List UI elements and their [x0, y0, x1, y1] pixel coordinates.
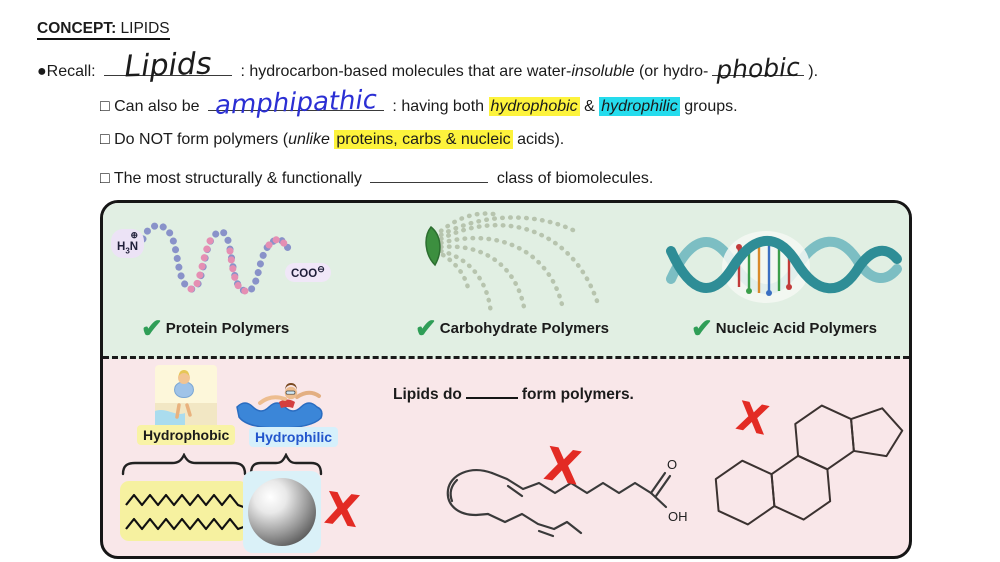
- carbohydrate-polymer-graphic: [425, 211, 600, 318]
- caption-blank: [465, 382, 518, 399]
- steroid-structure: [714, 404, 904, 526]
- subpoint-diverse-class: □ The most structurally & functionally c…: [100, 163, 653, 192]
- sub1-text-3: groups.: [684, 98, 738, 115]
- subpoint-amphipathic: □ Can also be amphipathic : having both …: [100, 85, 738, 121]
- handwritten-amphipathic: amphipathic: [214, 85, 378, 121]
- highlight-hydrophilic: hydrophilic: [599, 97, 680, 116]
- checkmark-icon: ✔: [415, 313, 437, 343]
- recall-text-2: (or hydro-: [638, 63, 709, 80]
- carbohydrate-label-text: Carbohydrate Polymers: [439, 319, 610, 337]
- carboxyl-terminus-label: COO⊖: [285, 263, 331, 283]
- carbohydrate-polymers-label: ✔ Carbohydrate Polymers: [415, 315, 609, 341]
- dashed-divider: [103, 356, 909, 359]
- recall-text-3: ).: [808, 63, 819, 80]
- coo-text: COO: [291, 267, 318, 280]
- checkbox-marker: □: [100, 131, 110, 148]
- caption-start: Lipids do: [393, 386, 462, 403]
- recall-line: ●Recall: Lipids : hydrocarbon-based mole…: [37, 46, 819, 85]
- bullet-dot: ●: [37, 63, 47, 80]
- plus-charge-icon: ⊕: [130, 230, 139, 240]
- sub1-text-1: Can also be: [114, 98, 200, 115]
- sub3-text-1: The most structurally & functionally: [113, 170, 362, 187]
- protein-polymers-label: ✔ Protein Polymers: [141, 315, 289, 341]
- recall-insoluble: insoluble: [571, 63, 635, 80]
- handwritten-lipids: Lipids: [123, 46, 213, 85]
- minus-charge-icon: ⊖: [317, 264, 325, 274]
- amino-terminus-label: ⊕ H3N: [111, 229, 145, 258]
- hydrophobic-tails-card: [120, 481, 248, 541]
- recall-label: Recall:: [46, 63, 96, 80]
- swimmer-image: [236, 383, 323, 429]
- x-mark-phospholipid: X: [321, 482, 363, 539]
- h3n-h: H: [117, 240, 126, 253]
- hydrophobic-cartoon: [155, 365, 217, 429]
- checkmark-icon: ✔: [691, 313, 713, 343]
- nucleic-acid-polymer-graphic: [666, 231, 902, 303]
- fatty-tails-zigzag: [125, 493, 261, 531]
- handwritten-phobic: phobic: [716, 52, 801, 85]
- protein-label-text: Protein Polymers: [165, 319, 290, 337]
- sub2-text-1: Do NOT form polymers (: [114, 131, 289, 148]
- person-avoiding-water-image: [155, 370, 217, 429]
- checkmark-icon: ✔: [141, 313, 163, 343]
- nucleic-label-text: Nucleic Acid Polymers: [715, 319, 877, 337]
- sub3-blank: [370, 163, 489, 183]
- caption-end: form polymers.: [521, 386, 634, 403]
- concept-label: CONCEPT:: [37, 20, 117, 37]
- sub1-text-2: : having both: [392, 98, 485, 115]
- sub2-unlike: unlike: [288, 131, 330, 148]
- topic-label: LIPIDS: [120, 20, 170, 37]
- sub1-blank: amphipathic: [207, 85, 384, 121]
- hydroxyl-label: OH: [668, 509, 688, 524]
- nucleic-acid-polymers-label: ✔ Nucleic Acid Polymers: [691, 315, 877, 341]
- h3n-n: N: [129, 240, 139, 253]
- protein-polymer-graphic: [139, 222, 293, 295]
- recall-text-1: : hydrocarbon-based molecules that are w…: [240, 63, 572, 80]
- recall-blank-phobic: phobic: [712, 53, 805, 84]
- sub2-text-2: acids).: [517, 131, 565, 148]
- polymer-comparison-panel: ⊕ H3N COO⊖: [100, 200, 912, 559]
- page-title: CONCEPT: LIPIDS: [37, 16, 170, 42]
- hydrophilic-tag: Hydrophilic: [249, 427, 339, 447]
- subpoint-no-polymers: □ Do NOT form polymers (unlike proteins,…: [100, 127, 564, 153]
- checkbox-marker: □: [100, 170, 110, 187]
- recall-blank-term: Lipids: [104, 46, 233, 85]
- checkbox-marker: □: [100, 98, 110, 115]
- hydrophilic-head-card: [243, 471, 321, 553]
- sub1-amp: &: [584, 98, 595, 115]
- hydrophobic-brace: [121, 453, 247, 476]
- fatty-acid-structure: O OH: [446, 457, 688, 538]
- hydrophilic-brace: [249, 453, 323, 476]
- polar-head-sphere: [248, 478, 316, 546]
- lipids-caption: Lipids do form polymers.: [393, 382, 634, 404]
- h3n-3: 3: [125, 246, 130, 256]
- hydrophobic-tag: Hydrophobic: [137, 425, 236, 445]
- leaf-icon: [425, 225, 441, 267]
- oxygen-label: O: [667, 457, 677, 472]
- highlight-hydrophobic: hydrophobic: [488, 97, 580, 116]
- sub3-text-2: class of biomolecules.: [496, 170, 654, 187]
- highlight-polymer-list: proteins, carbs & nucleic: [334, 130, 513, 149]
